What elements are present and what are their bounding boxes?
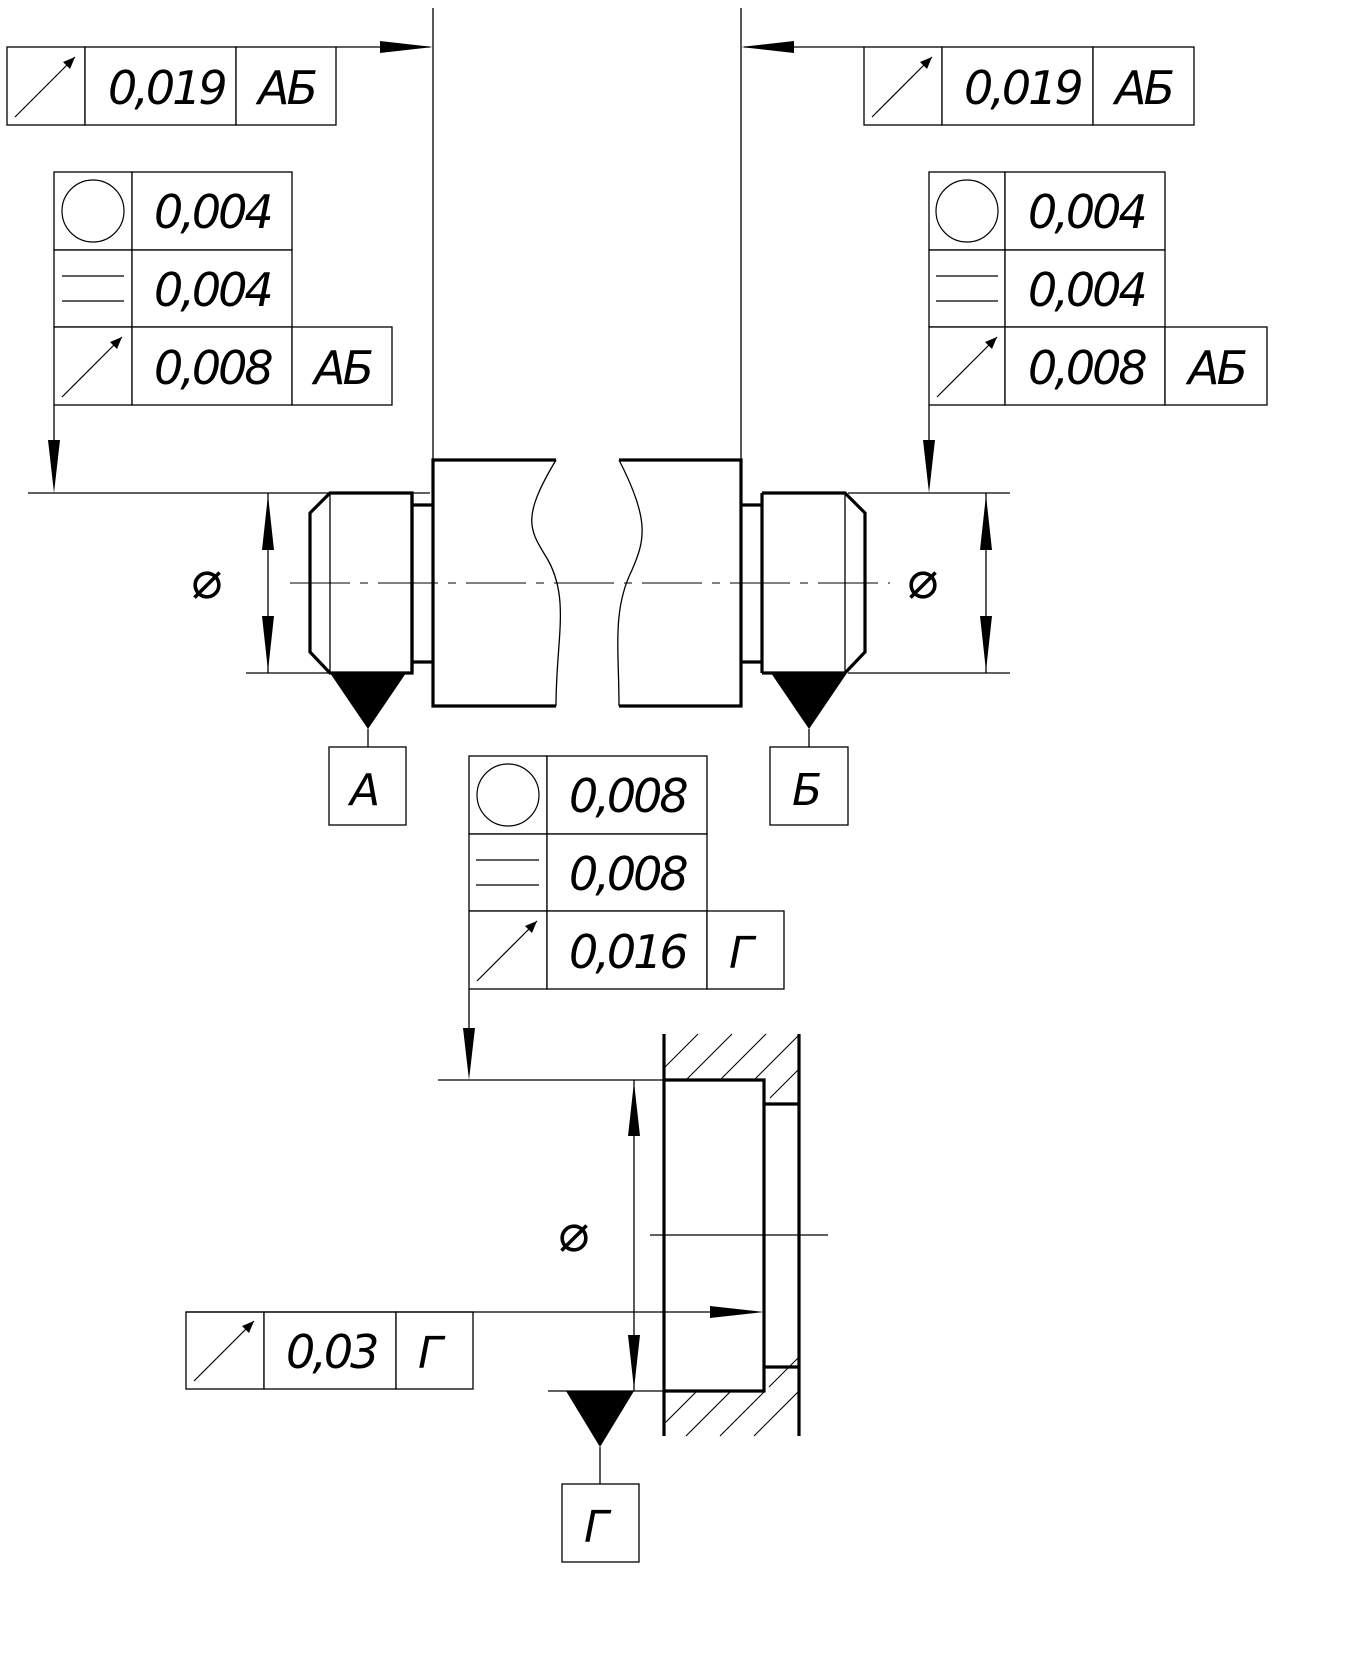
parallel-lines-icon: [936, 275, 998, 302]
fcf-mid-right-runout: 0,008: [1028, 341, 1146, 395]
diameter-icon: ⌀: [557, 1204, 588, 1264]
fcf-bottom: 0,03 Г: [185, 1306, 764, 1390]
fcf-top-left: 0,019 АБ: [6, 41, 433, 126]
circle-icon: [935, 179, 999, 243]
fcf-top-left-value: 0,019: [108, 61, 225, 115]
fcf-bottom-datum: Г: [418, 1328, 446, 1379]
datum-g-label: Г: [584, 1502, 612, 1553]
fcf-mid-left-datum: АБ: [311, 341, 372, 395]
fcf-bottom-value: 0,03: [286, 1325, 377, 1379]
fcf-mid-left-roundness: 0,004: [154, 185, 271, 239]
fcf-mid-right-roundness: 0,004: [1028, 185, 1145, 239]
fcf-mid-right: 0,004 0,004 0,008 АБ: [923, 171, 1268, 493]
datum-b-label: Б: [792, 765, 822, 816]
fcf-mid-right-datum: АБ: [1185, 341, 1246, 395]
hatch-bottom: [663, 1356, 800, 1437]
fcf-mid-left: 0,004 0,004 0,008 АБ: [48, 171, 393, 493]
fcf-mid-right-cylindricity: 0,004: [1028, 263, 1145, 317]
diameter-icon: ⌀: [190, 551, 221, 611]
fcf-mid-left-runout: 0,008: [154, 341, 272, 395]
diameter-dim-bore: ⌀: [557, 1080, 640, 1391]
runout-arrow-icon: [936, 336, 998, 398]
parallel-lines-icon: [62, 275, 124, 302]
parallel-lines-icon: [476, 859, 539, 886]
fcf-mid-left-cylindricity: 0,004: [154, 263, 271, 317]
fcf-center-roundness: 0,008: [569, 769, 687, 823]
fcf-top-left-datum: АБ: [255, 61, 316, 115]
shaft: [290, 458, 890, 708]
datum-a: А: [328, 673, 407, 826]
runout-arrow-icon: [14, 56, 76, 118]
diameter-dim-left: ⌀: [190, 493, 274, 673]
fcf-center-datum: Г: [729, 928, 757, 979]
fcf-top-right-datum: АБ: [1112, 61, 1173, 115]
runout-arrow-icon: [61, 336, 123, 398]
bushing: [438, 1033, 828, 1437]
fcf-center-runout: 0,016: [569, 925, 687, 979]
fcf-center-cylindricity: 0,008: [569, 847, 687, 901]
runout-arrow-icon: [193, 1320, 255, 1382]
datum-a-label: А: [347, 765, 380, 816]
runout-arrow-icon: [871, 56, 933, 118]
fcf-top-right-value: 0,019: [964, 61, 1081, 115]
datum-g: Г: [561, 1391, 640, 1563]
extension-lines: [28, 8, 1010, 674]
circle-icon: [61, 179, 125, 243]
fcf-top-right: 0,019 АБ: [741, 41, 1195, 126]
diameter-dim-right: ⌀: [906, 493, 992, 673]
diameter-icon: ⌀: [906, 551, 937, 611]
hatch-top: [663, 1033, 800, 1099]
circle-icon: [476, 763, 540, 827]
datum-b: Б: [769, 673, 849, 826]
fcf-center: 0,008 0,008 0,016 Г: [463, 755, 785, 1080]
runout-arrow-icon: [476, 920, 538, 982]
